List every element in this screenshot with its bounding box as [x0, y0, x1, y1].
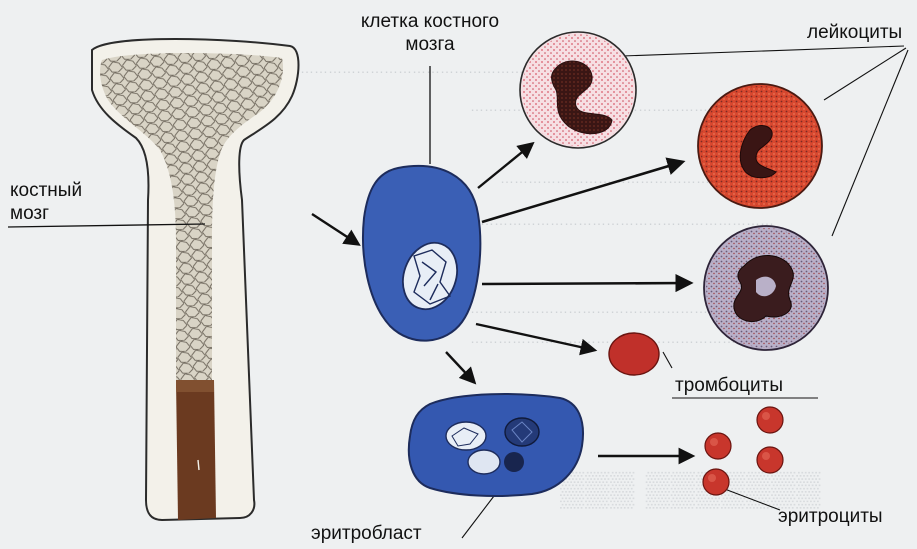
bone-marrow-label: костный мозг — [10, 179, 82, 225]
erythrocytes-label: эритроциты — [778, 505, 883, 528]
leukocytes-leader-1 — [622, 46, 904, 56]
marrow-cell-label: клетка костного мозга — [347, 10, 513, 56]
platelet — [609, 333, 659, 375]
leukocytes-label: лейкоциты — [807, 21, 902, 44]
erythroblast-label: эритробласт — [311, 522, 422, 545]
arrow-to-erythroblast — [446, 352, 474, 382]
arrow-to-leukocyte-2 — [482, 162, 682, 222]
erythrocytes — [703, 407, 783, 495]
bone — [92, 39, 299, 520]
erythroblast — [409, 394, 583, 496]
bone-marrow-label-line-2: мозг — [10, 202, 82, 225]
arrow-bone-to-cell — [312, 214, 358, 244]
erythrocyte — [757, 447, 783, 473]
marrow-stem-cell — [363, 166, 480, 341]
erythrocyte — [703, 469, 729, 495]
erythrocyte — [705, 433, 731, 459]
platelets-leader — [663, 352, 672, 368]
leukocytes-leader-3 — [832, 50, 908, 236]
erythroblast-leader — [462, 496, 494, 538]
erythrocytes-leader — [722, 488, 780, 510]
leukocyte-red — [698, 84, 822, 208]
arrow-to-leukocyte-3 — [482, 283, 690, 284]
marrow-cell-label-line-2: мозга — [347, 33, 513, 56]
marrow-cell-label-line-1: клетка костного — [347, 10, 513, 33]
arrow-to-leukocyte-1 — [478, 144, 532, 188]
arrow-to-platelet — [476, 324, 594, 350]
platelets-label: тромбоциты — [675, 374, 783, 397]
leukocyte-lilac — [704, 226, 828, 350]
erythrocyte — [757, 407, 783, 433]
bone-marrow-label-line-1: костный — [10, 179, 82, 202]
leukocyte-pale — [520, 32, 636, 148]
leukocytes-leader-2 — [824, 48, 906, 100]
